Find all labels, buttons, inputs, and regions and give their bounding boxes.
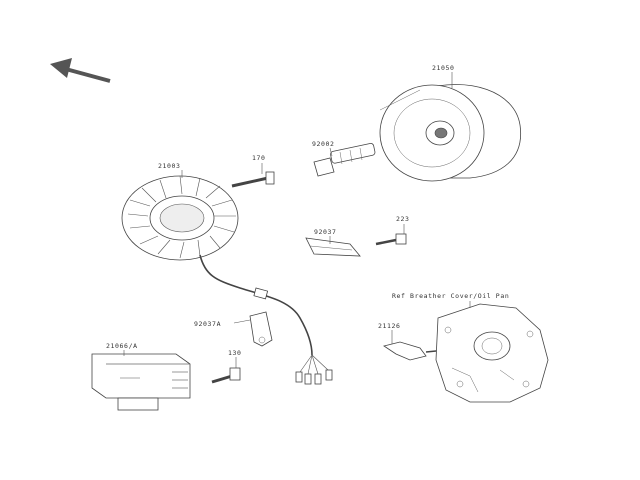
label-ref-note: Ref Breather Cover/Oil Pan <box>392 292 509 300</box>
label-clamp-b: 92037A <box>194 320 221 328</box>
voltage-regulator <box>91 353 191 411</box>
flywheel-rotor <box>379 84 522 182</box>
label-clamp-a: 92037 <box>314 228 337 236</box>
label-stator: 21003 <box>158 162 181 170</box>
regulator-bolt <box>211 367 241 384</box>
breather-cover <box>435 303 549 403</box>
label-bolt-top: 170 <box>252 154 266 162</box>
wire-clamp <box>305 237 361 257</box>
cable-clamp <box>249 311 273 347</box>
flywheel-bolt <box>313 143 376 177</box>
label-bolt-mid: 92002 <box>312 140 335 148</box>
label-screw-a: 223 <box>396 215 410 223</box>
stator-coil <box>121 175 239 261</box>
label-regulator: 21066/A <box>106 342 138 350</box>
leader-clamp-b <box>233 319 251 324</box>
leader-bolt-mid <box>329 147 333 157</box>
label-bracket: 21126 <box>378 322 401 330</box>
stator-bolt <box>231 171 275 188</box>
direction-arrow-icon <box>50 58 111 83</box>
wire-harness <box>199 254 333 385</box>
label-bolt-reg: 130 <box>228 349 242 357</box>
clamp-screw <box>375 233 407 246</box>
label-flywheel: 21050 <box>432 64 455 72</box>
